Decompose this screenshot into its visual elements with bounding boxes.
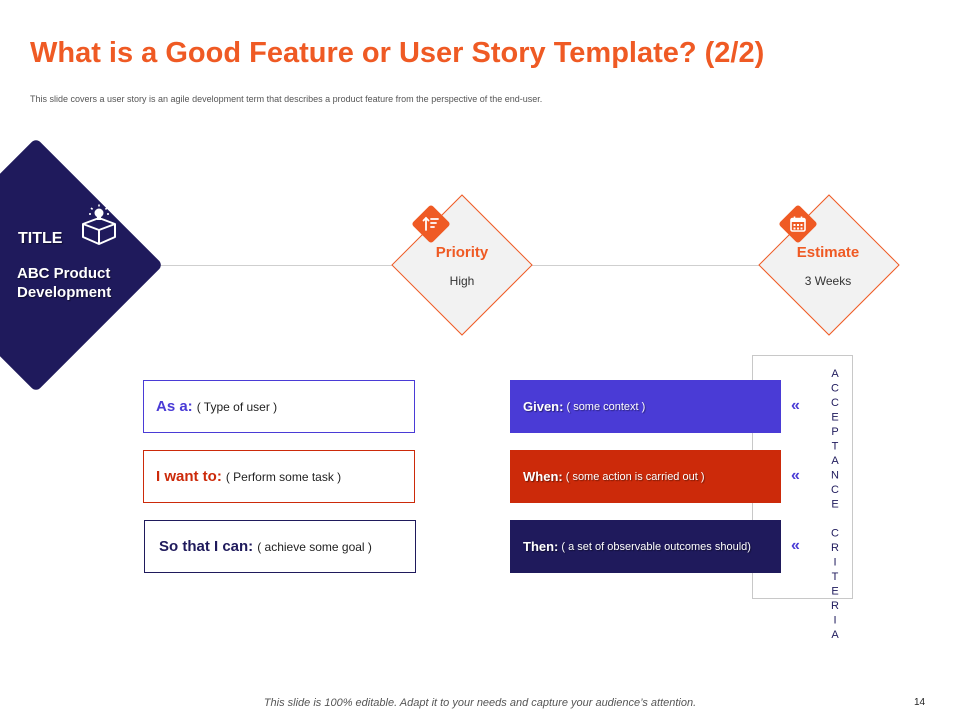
story-as-a: As a: ( Type of user ) (143, 380, 415, 433)
story-so-that: So that I can: ( achieve some goal ) (144, 520, 416, 573)
criteria-text: ( some action is carried out ) (565, 470, 705, 483)
criteria-text: ( a set of observable outcomes should) (561, 540, 751, 553)
estimate-value: 3 Weeks (804, 274, 852, 288)
chevron-double-left-icon: « (791, 467, 800, 484)
acceptance-criteria-heading: ACCEPTANCE CRITERIA (829, 368, 841, 644)
criteria-label: Given: (523, 399, 564, 414)
priority-label: Priority (435, 244, 489, 261)
story-label: I want to: (156, 468, 222, 485)
criteria-then: Then: ( a set of observable outcomes sho… (510, 520, 781, 573)
slide-title: What is a Good Feature or User Story Tem… (30, 37, 765, 69)
calendar-icon (778, 204, 818, 244)
slide-subtitle: This slide covers a user story is an agi… (30, 94, 543, 104)
page-number: 14 (914, 697, 926, 708)
estimate-label: Estimate (796, 244, 860, 261)
criteria-text: ( some context ) (566, 400, 646, 413)
criteria-label: Then: (523, 539, 559, 554)
criteria-when: When: ( some action is carried out ) (510, 450, 781, 503)
criteria-label: When: (523, 469, 563, 484)
chevron-double-left-icon: « (791, 537, 800, 554)
sort-priority-icon (411, 204, 451, 244)
open-box-lightbulb-icon (82, 204, 116, 245)
title-value: ABC Product Development (17, 265, 112, 301)
story-text: ( achieve some goal ) (257, 539, 372, 554)
slide-footer: This slide is 100% editable. Adapt it to… (263, 697, 697, 709)
story-i-want-to: I want to: ( Perform some task ) (143, 450, 415, 503)
title-label: TITLE (18, 230, 63, 247)
story-text: ( Perform some task ) (225, 469, 342, 484)
story-label: As a: (156, 398, 193, 415)
chevron-double-left-icon: « (791, 397, 800, 414)
story-text: ( Type of user ) (196, 399, 278, 414)
priority-value: High (449, 274, 475, 288)
criteria-given: Given: ( some context ) (510, 380, 781, 433)
story-label: So that I can: (159, 538, 254, 555)
